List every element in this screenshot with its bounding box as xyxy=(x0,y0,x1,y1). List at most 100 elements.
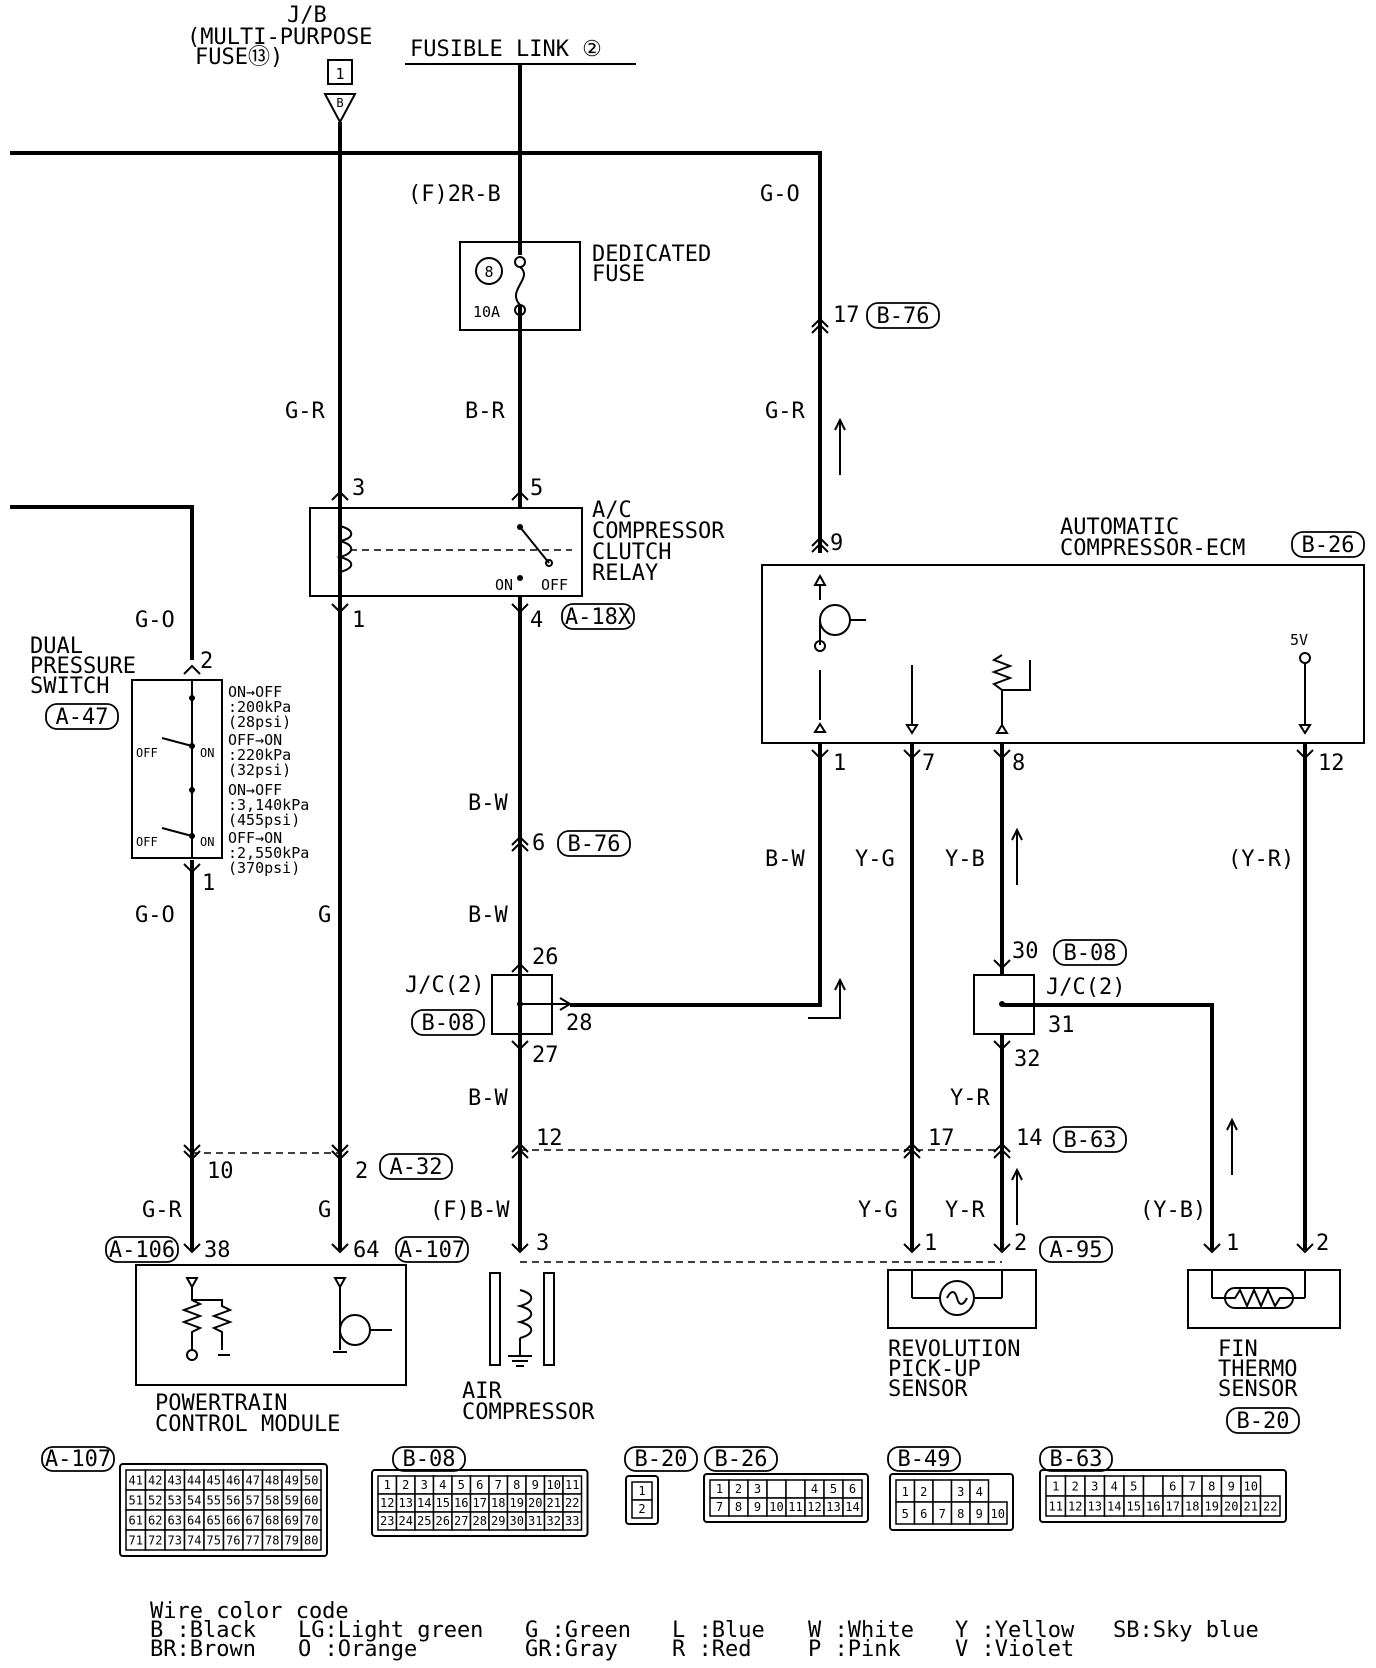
connector-pin-number: 29 xyxy=(491,1514,505,1528)
connector-pin-number: 6 xyxy=(849,1482,856,1496)
connector-pin-number: 10 xyxy=(547,1478,561,1492)
connector-pin-number: 42 xyxy=(148,1473,162,1487)
fin-pin2-arrow xyxy=(1296,1243,1314,1254)
dual-pressure-switch: DUAL PRESSURE SWITCH A-47 G-O 2 OFF ON O… xyxy=(30,608,309,896)
fin-label-1: FIN xyxy=(1218,1337,1258,1362)
connector-face-housing xyxy=(371,1469,589,1537)
connector-pin-number: 5 xyxy=(902,1507,909,1521)
dps-pin-2: 2 xyxy=(200,649,213,674)
connector-pin-number: 79 xyxy=(285,1533,299,1547)
wire-color-legend: Wire color code B :Black BR:Brown LG:Lig… xyxy=(150,1599,1259,1662)
dps-box xyxy=(131,679,223,859)
dps-spec-8: :3,140kPa xyxy=(228,796,309,814)
connector-pin-cell xyxy=(842,1497,863,1517)
connector-pin-number: 15 xyxy=(436,1496,450,1510)
connector-face-name-pill xyxy=(624,1446,698,1472)
connector-b76-top-label: B-76 xyxy=(877,304,930,329)
connector-pin-number: 1 xyxy=(716,1482,723,1496)
connector-pin-number: 23 xyxy=(380,1514,394,1528)
pin-26: 26 xyxy=(532,945,559,970)
wire-label-go-dps: G-O xyxy=(135,608,175,633)
dps-label-2: PRESSURE xyxy=(30,654,136,679)
dedicated-fuse: 8 10A DEDICATED FUSE xyxy=(459,241,711,331)
dps-spec-3: (28psi) xyxy=(228,713,291,731)
wire-label-br-fuse: B-R xyxy=(465,399,505,424)
connector-pin-number: 22 xyxy=(1263,1499,1277,1513)
dps-pin-1: 1 xyxy=(202,871,215,896)
jb-subtitle: (MULTI-PURPOSE xyxy=(187,25,372,50)
legend-pink: P :Pink xyxy=(808,1637,901,1662)
fin-label-2: THERMO xyxy=(1218,1357,1297,1382)
pcm-resistor-1-icon xyxy=(181,1287,203,1350)
connector-a32-label: A-32 xyxy=(390,1155,443,1180)
jc-right-node xyxy=(999,1001,1005,1007)
connector-pin-number: 30 xyxy=(510,1514,524,1528)
legend-yellow: Y :Yellow xyxy=(955,1618,1075,1643)
dps-switch-a xyxy=(161,737,193,747)
fin-connector xyxy=(1226,1407,1300,1434)
relay-label-1: A/C xyxy=(592,498,632,523)
connector-pin-number: 66 xyxy=(226,1513,240,1527)
ecm-5v-label: 5V xyxy=(1290,631,1308,649)
wire-label-g-low: G xyxy=(318,903,331,928)
ecm-pin-1: 1 xyxy=(833,751,846,776)
connector-pin-number: 21 xyxy=(547,1496,561,1510)
connector-face-name-pill xyxy=(41,1446,115,1472)
connector-pin-number: 51 xyxy=(129,1493,143,1507)
connector-pin-number: 45 xyxy=(207,1473,221,1487)
ecm-out-triangle-1 xyxy=(813,722,827,733)
pcm-ground-circle xyxy=(186,1349,198,1361)
connector-face-name-pill xyxy=(704,1446,778,1472)
air-compressor: AIR COMPRESSOR xyxy=(462,1272,595,1425)
connector-pin-number: 55 xyxy=(207,1493,221,1507)
revolution-pickup-sensor: REVOLUTION PICK-UP SENSOR xyxy=(887,1269,1037,1402)
relay-coil-icon xyxy=(336,525,353,573)
wire-label-yr-low: Y-R xyxy=(950,1086,990,1111)
pin-38: 38 xyxy=(204,1238,231,1263)
wire-label-yr-paren: (Y-R) xyxy=(1228,847,1294,872)
dps-pin2-arrow xyxy=(183,664,201,675)
legend-white: W :White xyxy=(808,1618,914,1643)
fin-thermo-sensor: FIN THERMO SENSOR B-20 xyxy=(1187,1269,1341,1434)
connector-pin-number: 11 xyxy=(1049,1499,1063,1513)
connector-face-housing xyxy=(625,1475,659,1525)
fin-label-3: SENSOR xyxy=(1218,1377,1298,1402)
dps-node-1 xyxy=(189,695,195,701)
compressor-pin3-arrow xyxy=(511,1243,529,1254)
connector-pin-number: 12 xyxy=(380,1496,394,1510)
ecm-pin-7: 7 xyxy=(922,751,935,776)
dps-node-2 xyxy=(189,787,195,793)
connector-arrow-2 xyxy=(331,1144,349,1161)
connector-pin-number: 1 xyxy=(638,1484,645,1498)
connector-pin-number: 15 xyxy=(1127,1499,1141,1513)
connector-pin-number: 9 xyxy=(976,1507,983,1521)
connector-pin-number: 74 xyxy=(187,1533,201,1547)
connector-face-name: B-08 xyxy=(403,1447,456,1472)
jc-left-label: J/C(2) xyxy=(405,973,484,998)
connector-pin-number: 18 xyxy=(1185,1499,1199,1513)
rps-pin1-arrow xyxy=(903,1243,921,1254)
connector-pin-cell xyxy=(1259,1495,1281,1517)
ac-compressor-clutch-relay: 3 5 ON OFF A/C COMPRESSOR CLUTCH RELAY 1… xyxy=(309,476,725,633)
connector-pin-number: 1 xyxy=(1052,1479,1059,1493)
connector-a95-label: A-95 xyxy=(1050,1238,1103,1263)
rps-label-1: REVOLUTION xyxy=(888,1337,1020,1362)
relay-pin1-arrow xyxy=(331,603,349,614)
connector-pin-number: 3 xyxy=(1091,1479,1098,1493)
connector-pin-number: 60 xyxy=(304,1493,318,1507)
connector-arrow-17b xyxy=(903,1142,921,1159)
pin-17-b63: 17 xyxy=(928,1126,955,1151)
fuse-element-icon xyxy=(514,266,526,306)
connector-pin-number: 22 xyxy=(565,1496,579,1510)
pcm-label-2: CONTROL MODULE xyxy=(155,1412,340,1437)
connector-a106 xyxy=(105,1236,179,1263)
connector-pin-cell xyxy=(987,1501,1008,1525)
ecm-pin-8: 8 xyxy=(1012,751,1025,776)
connector-pin-number: 3 xyxy=(957,1485,964,1499)
wire-label-fbw: (F)B-W xyxy=(430,1198,510,1223)
bw-ecm-jc-wire xyxy=(570,743,822,1007)
connector-pin-number: 10 xyxy=(991,1507,1005,1521)
fin-thermistor-icon xyxy=(1212,1287,1305,1309)
